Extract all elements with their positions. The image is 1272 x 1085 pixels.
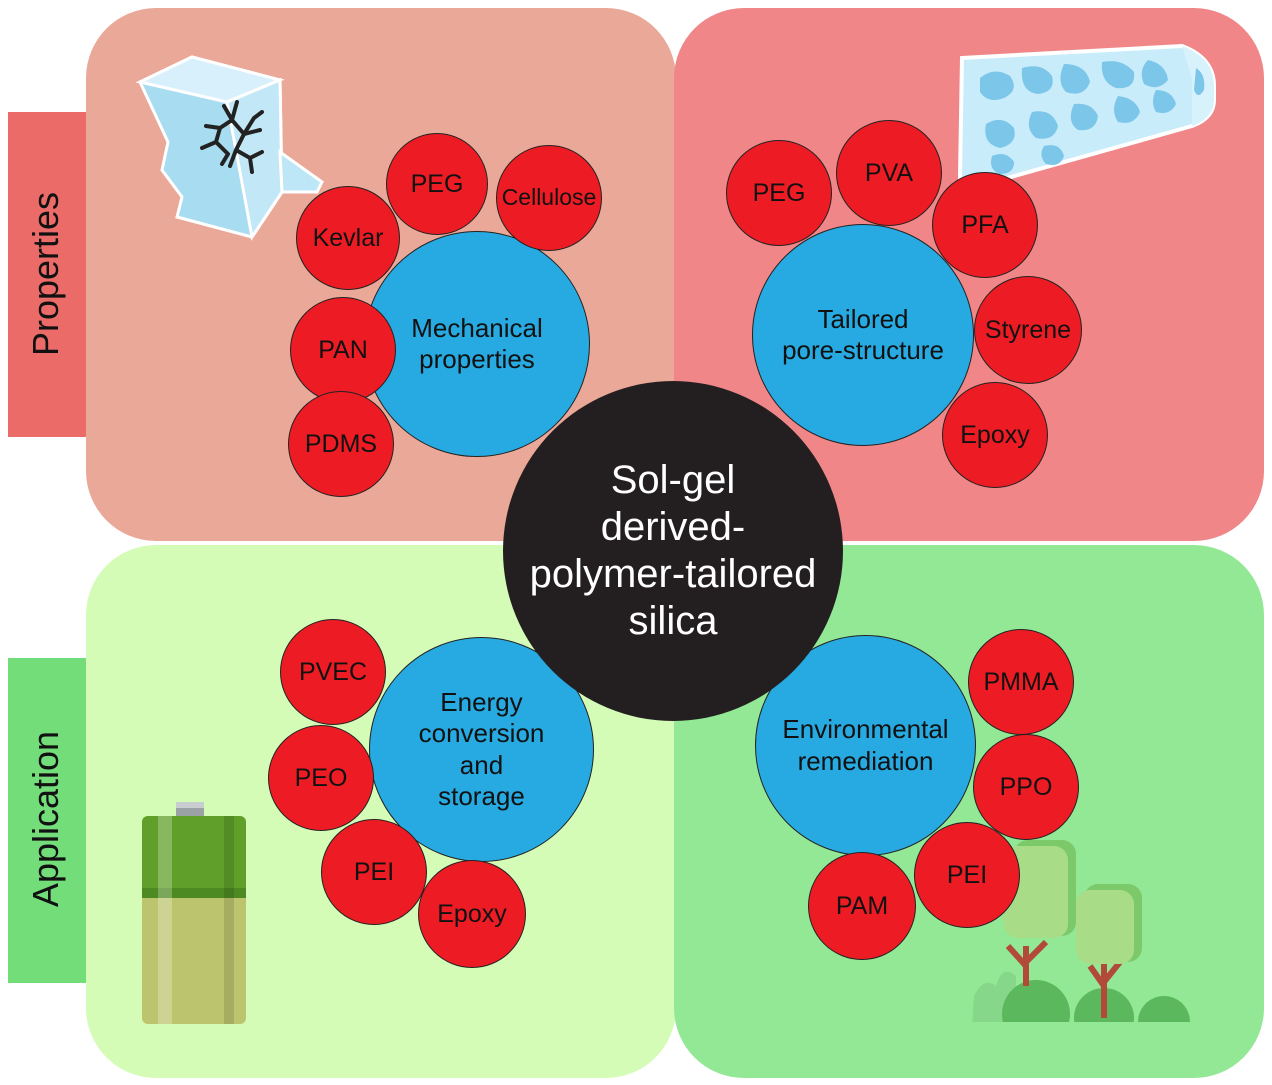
polymer-styrene: Styrene	[974, 276, 1082, 384]
polymer-pei: PEI	[321, 819, 427, 925]
polymer-pva: PVA	[836, 120, 942, 226]
battery-icon	[142, 802, 246, 1024]
polymer-pmma: PMMA	[968, 629, 1074, 735]
polymer-pan: PAN	[290, 297, 396, 403]
polymer-ppo: PPO	[973, 734, 1079, 840]
polymer-pam: PAM	[808, 852, 916, 960]
polymer-pfa: PFA	[932, 172, 1038, 278]
center-sol-gel-silica: Sol-gel derived- polymer-tailored silica	[503, 381, 843, 721]
trees-icon	[964, 840, 1204, 1048]
polymer-cellulose: Cellulose	[496, 145, 602, 251]
polymer-epoxy: Epoxy	[942, 382, 1048, 488]
properties-tab	[8, 112, 86, 437]
porous-block-icon	[957, 43, 1216, 191]
application-tab	[8, 658, 86, 983]
polymer-peg: PEG	[386, 133, 488, 235]
properties-label: Properties	[25, 191, 66, 357]
polymer-pei: PEI	[914, 822, 1020, 928]
polymer-peo: PEO	[268, 725, 374, 831]
polymer-kevlar: Kevlar	[296, 186, 400, 290]
polymer-pvec: PVEC	[280, 619, 386, 725]
polymer-pdms: PDMS	[288, 391, 394, 497]
cracked-ice-block-icon	[135, 55, 324, 241]
polymer-peg: PEG	[726, 140, 832, 246]
polymer-epoxy: Epoxy	[418, 860, 526, 968]
application-label: Application	[25, 730, 66, 908]
